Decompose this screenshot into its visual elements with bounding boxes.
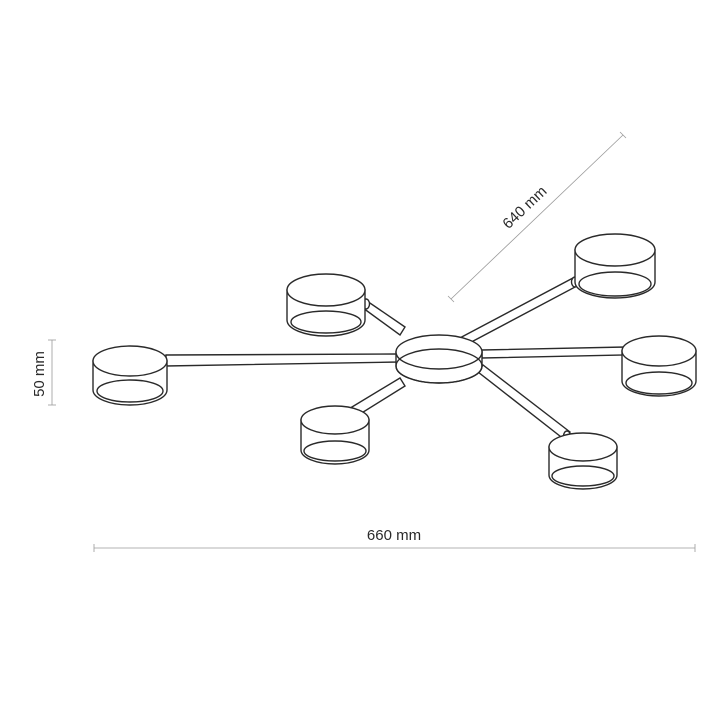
shade-diffuser bbox=[578, 271, 652, 297]
lamp-shade-upper-left bbox=[286, 273, 366, 337]
lamp-shade-lower-left bbox=[300, 405, 370, 465]
shade-top bbox=[548, 432, 618, 462]
shade-diffuser bbox=[551, 465, 615, 487]
shade-diffuser bbox=[303, 440, 367, 462]
depth-label: 640 mm bbox=[499, 183, 550, 233]
depth-dimension-tick-end bbox=[619, 131, 627, 139]
shade-top bbox=[300, 405, 370, 435]
width-dimension: 660 mm bbox=[93, 527, 696, 552]
depth-dimension-tick-start bbox=[447, 295, 455, 303]
center-hub-bottom bbox=[395, 348, 483, 384]
height-label: 50 mm bbox=[31, 351, 48, 397]
center-hub bbox=[395, 334, 483, 384]
arm-lower-right bbox=[477, 364, 571, 442]
shade-diffuser bbox=[96, 379, 164, 403]
lamp-shade-lower-right bbox=[548, 432, 618, 490]
arm-right bbox=[481, 346, 626, 359]
shade-diffuser bbox=[290, 310, 362, 334]
center-hub-top bbox=[395, 334, 483, 370]
lamp-shade-left bbox=[92, 345, 168, 406]
arm-upper-right bbox=[455, 277, 578, 349]
height-dimension: 50 mm bbox=[31, 339, 56, 406]
lamp-shade-right bbox=[621, 335, 697, 397]
depth-dimension-line bbox=[450, 134, 624, 300]
lamp-shade-upper-right bbox=[574, 233, 656, 299]
shade-diffuser bbox=[625, 371, 693, 395]
shade-top bbox=[574, 233, 656, 267]
width-label: 660 mm bbox=[367, 527, 421, 544]
shade-top bbox=[621, 335, 697, 367]
shade-top bbox=[92, 345, 168, 377]
shade-top bbox=[286, 273, 366, 307]
arm-left bbox=[165, 353, 399, 367]
